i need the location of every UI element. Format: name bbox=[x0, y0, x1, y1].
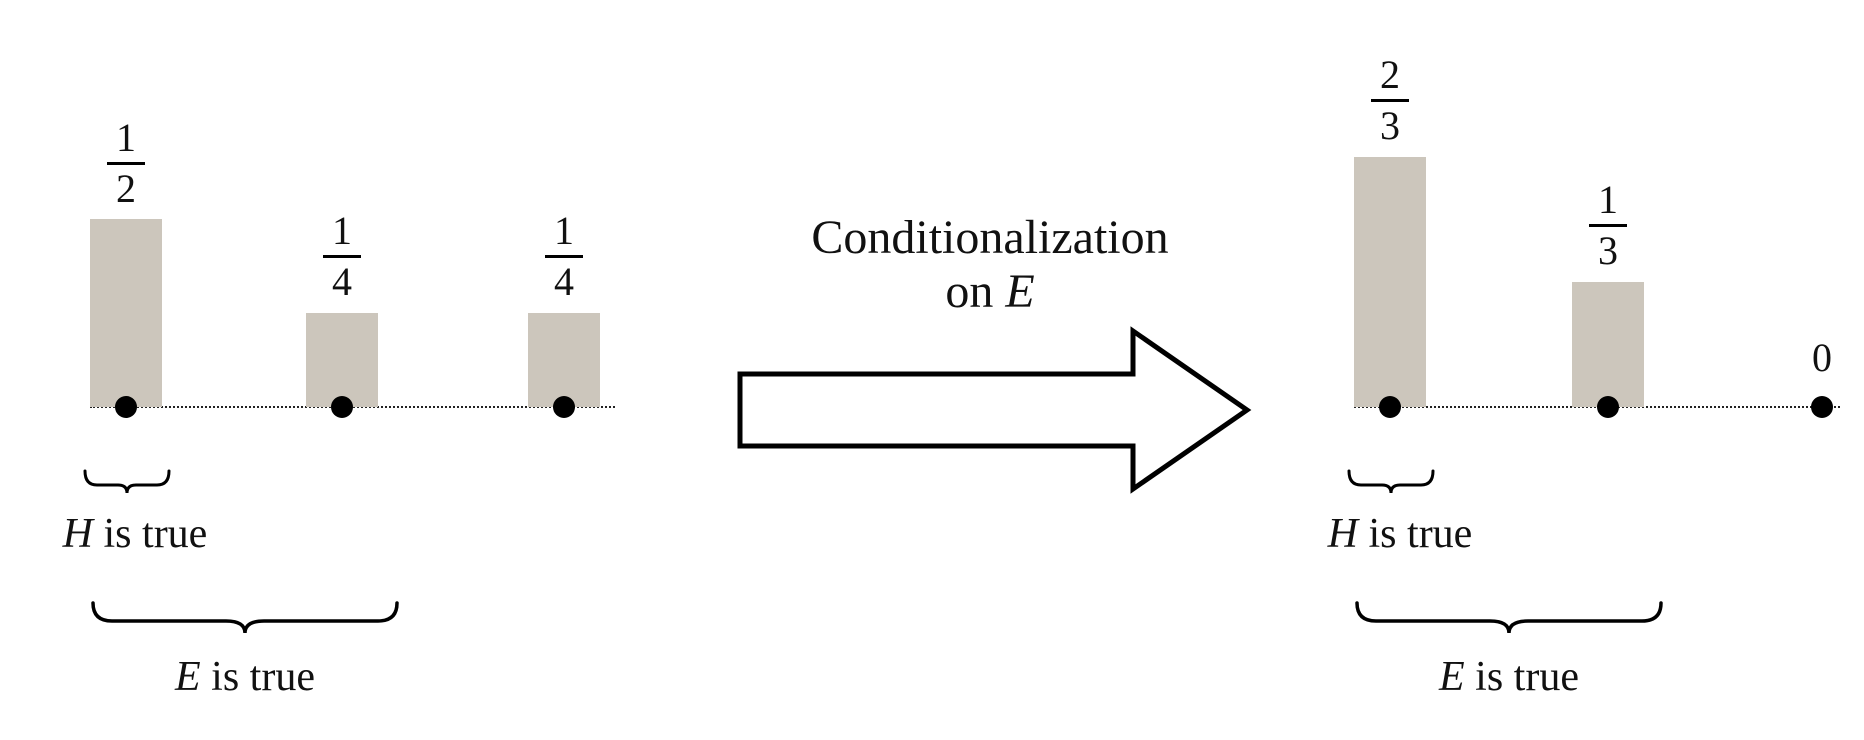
h-is-true-label: H is true bbox=[1265, 510, 1535, 558]
outcome-dot bbox=[553, 396, 575, 418]
h-label-text: is true bbox=[93, 511, 208, 557]
probability-bar bbox=[1572, 282, 1644, 407]
outcome-dot bbox=[1379, 396, 1401, 418]
outcome-dot bbox=[1811, 396, 1833, 418]
underbrace-large bbox=[1355, 601, 1663, 634]
outcome-dot bbox=[115, 396, 137, 418]
e-label-text: is true bbox=[200, 654, 315, 700]
fraction-numerator: 2 bbox=[1371, 53, 1409, 102]
probability-bar bbox=[1354, 157, 1426, 407]
fraction-numerator: 1 bbox=[107, 116, 145, 165]
variable-h: H bbox=[1327, 511, 1359, 557]
on-word: on bbox=[945, 265, 994, 318]
underbrace-large bbox=[91, 601, 399, 634]
fraction-denominator: 3 bbox=[1380, 103, 1400, 148]
e-label-text: is true bbox=[1464, 654, 1579, 700]
probability-bar bbox=[90, 219, 162, 407]
arrow-caption-line2: on E bbox=[728, 265, 1252, 319]
zero-probability-label: 0 bbox=[1812, 335, 1832, 380]
variable-e: E bbox=[175, 654, 201, 700]
fraction-numerator: 1 bbox=[1589, 178, 1627, 227]
e-is-true-label: E is true bbox=[1379, 653, 1639, 701]
underbrace-small bbox=[83, 469, 171, 494]
outcome-dot bbox=[331, 396, 353, 418]
fraction-denominator: 4 bbox=[554, 259, 574, 304]
h-label-text: is true bbox=[1358, 511, 1473, 557]
outcome-dot bbox=[1597, 396, 1619, 418]
fraction-denominator: 2 bbox=[116, 166, 136, 211]
probability-fraction: 1 4 bbox=[529, 209, 599, 304]
fraction-denominator: 3 bbox=[1598, 228, 1618, 273]
arrow-caption-line1: Conditionalization bbox=[811, 211, 1169, 264]
variable-h: H bbox=[62, 511, 94, 557]
variable-e: E bbox=[1439, 654, 1465, 700]
right-arrow-icon bbox=[737, 325, 1252, 500]
probability-fraction: 1 2 bbox=[91, 116, 161, 211]
fraction-denominator: 4 bbox=[332, 259, 352, 304]
underbrace-small bbox=[1347, 469, 1435, 494]
probability-fraction: 2 3 bbox=[1355, 53, 1425, 148]
fraction-numerator: 1 bbox=[323, 209, 361, 258]
variable-e: E bbox=[1005, 265, 1035, 318]
probability-fraction: 1 4 bbox=[307, 209, 377, 304]
fraction-numerator: 1 bbox=[545, 209, 583, 258]
probability-bar bbox=[306, 313, 378, 407]
h-is-true-label: H is true bbox=[0, 510, 270, 558]
e-is-true-label: E is true bbox=[115, 653, 375, 701]
probability-bar bbox=[528, 313, 600, 407]
probability-fraction: 1 3 bbox=[1573, 178, 1643, 273]
